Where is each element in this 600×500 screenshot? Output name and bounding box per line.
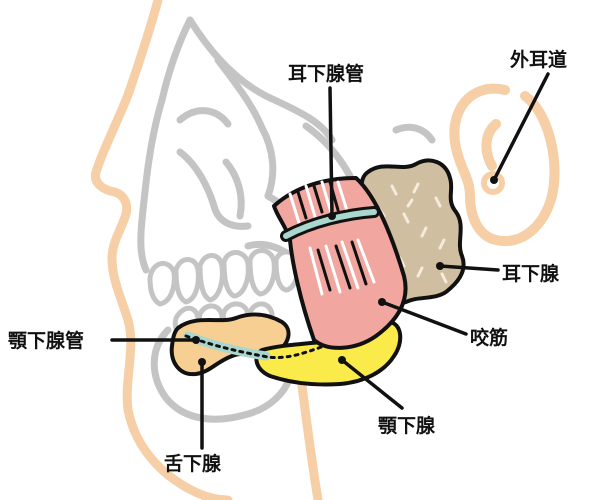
leader-ear-canal	[492, 72, 550, 182]
leader-lines	[110, 72, 550, 450]
ear	[449, 83, 560, 247]
label-parotid-duct: 耳下腺管	[288, 62, 364, 85]
leader-endpoints	[192, 176, 498, 366]
label-submandibular-duct: 顎下腺管	[8, 329, 84, 352]
leader-submandibular-gland	[340, 358, 404, 410]
upper-teeth	[147, 248, 301, 307]
submandibular-duct-dots	[184, 334, 332, 360]
parotid-duct-fill	[283, 209, 377, 239]
label-external-ear-canal: 外耳道	[510, 48, 567, 71]
label-sublingual-gland: 舌下腺	[164, 452, 222, 475]
leader-masseter	[380, 300, 468, 336]
label-parotid-gland: 耳下腺	[502, 262, 560, 285]
label-masseter: 咬筋	[470, 326, 508, 349]
leader-parotid-duct	[328, 86, 334, 218]
leader-parotid-gland	[438, 264, 500, 272]
label-submandibular-gland: 顎下腺	[378, 414, 436, 437]
